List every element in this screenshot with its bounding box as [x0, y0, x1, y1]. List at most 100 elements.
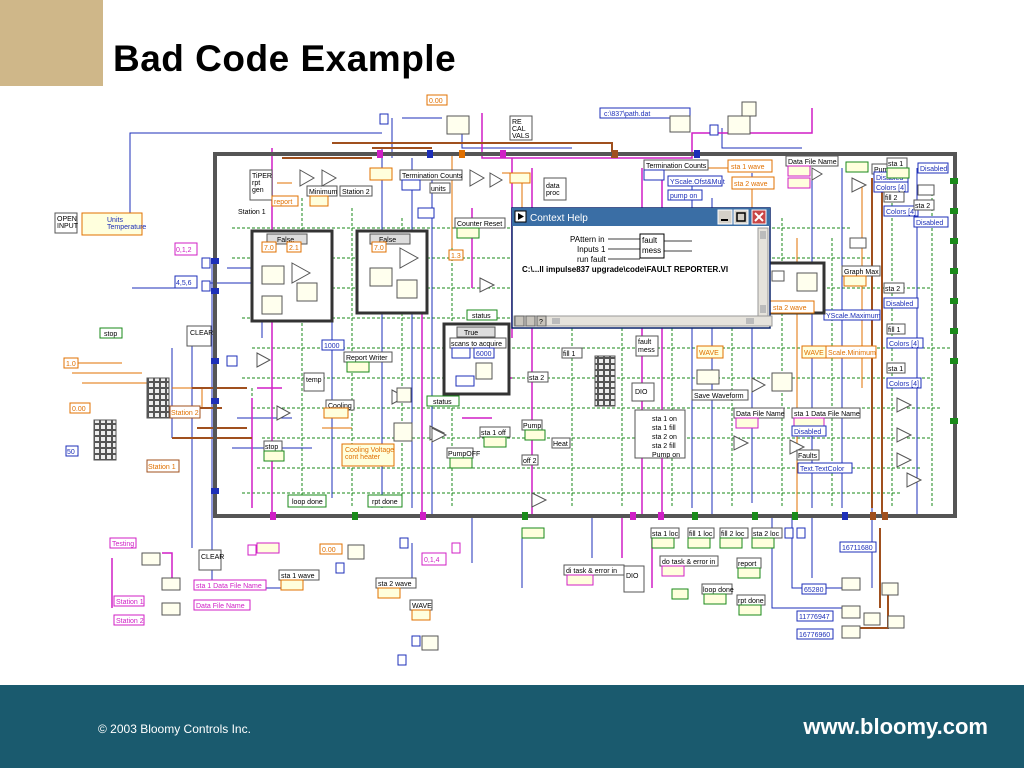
sta2-wave-box: sta 2 wave [773, 305, 807, 312]
const-456: 4,5,6 [176, 280, 192, 287]
while-loop-frame[interactable] [213, 152, 957, 518]
input-run-fault: run fault [577, 255, 607, 264]
scans-to-acquire: scans to acquire [451, 341, 502, 348]
clear-vi-2: CLEAR [201, 554, 224, 561]
maximize-button[interactable] [733, 209, 749, 225]
const-1000: 1000 [324, 343, 340, 350]
di-task: di task & error in [566, 568, 617, 575]
fill1-loc: fill 1 loc [689, 531, 713, 538]
report-label: report [274, 199, 292, 206]
help-question-button[interactable] [536, 315, 547, 327]
vertical-scrollbar[interactable] [757, 227, 769, 317]
context-help-window[interactable]: Context Help PAttern in Inputs 1 run fau… [511, 207, 773, 329]
output-mess: mess [642, 246, 661, 255]
below-loop: Testing Station 1 Station 2 sta 1 Data F… [109, 527, 905, 666]
sta2-right: sta 2 [915, 203, 930, 210]
station2-below: Station 2 [116, 618, 144, 625]
faults-label: Faults [798, 453, 818, 460]
heat-label: Heat [553, 441, 568, 448]
case1-val7: 7.0 [264, 245, 274, 252]
copyright-text: © 2003 Bloomy Controls Inc. [98, 722, 251, 736]
sta-list-5: Pump on [652, 452, 680, 459]
station2-label: Station 2 [342, 189, 370, 196]
case1-val21: 2.1 [289, 245, 299, 252]
rpt-done-below: rpt done [738, 598, 764, 605]
stop-indicator: stop [104, 331, 117, 338]
const-014: 0,1,4 [424, 557, 440, 564]
output-fault: fault [642, 236, 658, 245]
colors-3: Colors [4] [889, 341, 919, 348]
case2-selector: False [379, 237, 396, 244]
disabled-5: Disabled [794, 429, 821, 436]
corner-accent [0, 0, 103, 86]
sta1-right: sta 1 [888, 161, 903, 168]
scroll-down-arrow[interactable] [760, 305, 766, 313]
help-lock-button[interactable] [514, 315, 525, 327]
question-icon: ? [539, 319, 543, 326]
disabled-3: Disabled [916, 220, 943, 227]
sta1-wave: sta 1 wave [731, 164, 765, 171]
const-zero-left: 0.00 [72, 406, 86, 413]
fill2-right: fill 2 [885, 195, 898, 202]
website-link[interactable]: www.bloomy.com [803, 714, 988, 739]
fault-mess-2: mess [638, 347, 655, 354]
pump-label-mid: Pump [523, 423, 541, 430]
wave-2: WAVE [804, 350, 824, 357]
report-writer: Report Writer [346, 355, 388, 362]
scroll-up-arrow[interactable] [760, 231, 766, 239]
horizontal-scrollbar[interactable] [513, 315, 773, 327]
sta-list-4: sta 2 fill [652, 443, 676, 450]
pump-right: Pump [874, 167, 892, 174]
const-16776960: 16776960 [799, 632, 830, 639]
const-6000: 6000 [476, 351, 492, 358]
dio-1: DIO [635, 389, 648, 396]
sta1-data-file-name: sta 1 Data File Name [794, 411, 860, 418]
const-1p0: 1.0 [66, 361, 76, 368]
station1-label: Station 1 [238, 209, 266, 216]
input-inputs1: Inputs 1 [577, 245, 606, 254]
scroll-left-arrow[interactable] [552, 318, 560, 324]
sta-list-3: sta 2 on [652, 434, 677, 441]
loop-done-below: loop done [703, 587, 734, 594]
loop-tunnels [211, 150, 958, 520]
station1-left: Station 1 [148, 464, 176, 471]
fill1-right: fill 1 [888, 327, 901, 334]
yscale-min: Scale.Minimum [828, 350, 876, 357]
case3-selector: True [464, 330, 478, 337]
sta1-r2: sta 1 [888, 366, 903, 373]
fault-mess: fault [638, 339, 651, 346]
sta2-wave-below: sta 2 wave [378, 581, 412, 588]
case1-selector: False [277, 237, 294, 244]
yscale-max: YScale.Maximum [826, 313, 881, 320]
sta1-data-file-below: sta 1 Data File Name [196, 583, 262, 590]
off2-label: off 2 [523, 458, 537, 465]
help-link-button[interactable] [525, 315, 536, 327]
wave-below: WAVE [412, 603, 432, 610]
close-button[interactable] [751, 209, 767, 225]
disabled-4: Disabled [886, 301, 913, 308]
scroll-right-arrow[interactable] [746, 318, 754, 324]
pumpoff-label: PumpOFF [448, 451, 480, 458]
fault-reporter-icon [639, 233, 665, 259]
fill1-label: fill 1 [563, 351, 576, 358]
sta1-wave-below: sta 1 wave [281, 573, 315, 580]
wave-1: WAVE [699, 350, 719, 357]
minimize-button[interactable] [717, 209, 733, 225]
context-help-titlebar[interactable] [512, 208, 770, 226]
report-below: report [738, 561, 756, 568]
sta2-loc: sta 2 loc [753, 531, 780, 538]
disabled-2: Disabled [920, 166, 947, 173]
do-task: do task & error in [662, 559, 715, 566]
const-50: 50 [67, 449, 75, 456]
termination-counts-2: Termination Counts [646, 163, 707, 170]
